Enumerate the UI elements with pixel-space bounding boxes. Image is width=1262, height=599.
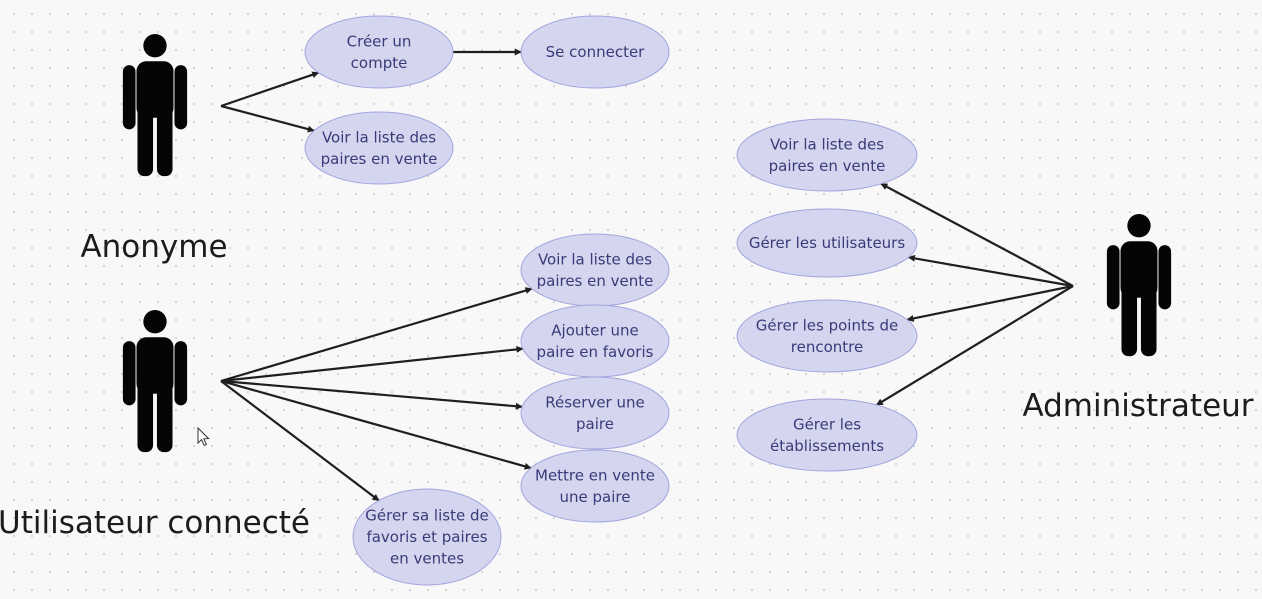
use-case-label: Se connecter [546,43,646,61]
use-case-label: Gérer les [793,415,861,433]
use-case-label: une paire [560,488,631,506]
associations-layer [220,48,1074,502]
use-case-ellipse[interactable] [520,15,670,89]
use-case-admin-points[interactable]: Gérer les points de rencontre [736,299,918,373]
use-case-user-sell[interactable]: Mettre en vente une paire [520,449,670,523]
use-case-label: rencontre [791,338,863,356]
use-case-user-list[interactable]: Voir la liste des paires en vente [520,233,670,307]
use-case-admin-users[interactable]: Gérer les utilisateurs [736,208,918,278]
association-arrow [220,104,315,133]
use-case-user-reserve[interactable]: Réserver une paire [520,376,670,450]
actor-stick-figure-icon [1106,214,1172,357]
use-case-label: Gérer les utilisateurs [749,234,906,252]
use-case-label: paires en vente [537,272,654,290]
use-case-label: Mettre en vente [535,466,655,484]
use-case-anon-list[interactable]: Voir la liste des paires en vente [304,111,454,185]
use-case-admin-list[interactable]: Voir la liste des paires en vente [736,118,918,192]
actor-label: Utilisateur connecté [0,505,310,541]
association-arrow [906,284,1074,322]
actor-user: Utilisateur connecté [0,310,310,541]
use-case-admin-estab[interactable]: Gérer les établissements [736,398,918,472]
use-case-label: paire en favoris [537,343,654,361]
use-case-ellipse[interactable] [520,376,670,450]
use-case-ellipse[interactable] [736,208,918,278]
actor-label: Anonyme [80,229,227,265]
use-case-ellipse[interactable] [736,118,918,192]
use-case-ellipse[interactable] [304,111,454,185]
mouse-pointer-icon [197,426,210,447]
use-case-label: en ventes [390,550,464,568]
use-case-ellipse[interactable] [520,233,670,307]
association-arrow [220,71,320,108]
use-case-user-manage[interactable]: Gérer sa liste de favoris et paires en ven… [352,488,502,586]
association-arrow [907,254,1074,288]
use-case-label: établissements [770,437,884,455]
actor-admin: Administrateur [1022,214,1254,424]
use-case-label: Réserver une [545,393,644,411]
association-arrow [875,285,1074,406]
use-case-label: Gérer les points de [756,316,898,334]
use-case-label: Créer un [347,32,412,50]
use-case-label: Voir la liste des [770,135,884,153]
use-case-ellipse[interactable] [736,299,918,373]
use-case-ellipse[interactable] [304,15,454,89]
use-case-label: compte [351,54,408,72]
use-case-ellipse[interactable] [352,488,502,586]
actor-stick-figure-icon [122,34,188,177]
association-arrow [220,287,533,383]
association-arrow [220,380,380,502]
use-case-user-fav[interactable]: Ajouter une paire en favoris [520,304,670,378]
use-case-ellipse[interactable] [736,398,918,472]
association-arrow [880,182,1074,287]
use-case-label: Gérer sa liste de [365,507,488,525]
use-case-ellipse[interactable] [520,449,670,523]
actor-stick-figure-icon [122,310,188,453]
association-arrow [220,345,524,383]
use-case-label: Voir la liste des [322,128,436,146]
actor-anon: Anonyme [80,34,228,265]
use-case-label: paires en vente [769,157,886,175]
association-arrow [220,379,532,470]
use-case-label: paires en vente [321,150,438,168]
association-arrow [220,379,523,410]
use-case-label: favoris et paires [366,528,487,546]
use-case-anon-create[interactable]: Créer un compte [304,15,454,89]
use-case-ellipse[interactable] [520,304,670,378]
use-case-label: Voir la liste des [538,250,652,268]
use-case-anon-login[interactable]: Se connecter [520,15,670,89]
actor-label: Administrateur [1022,388,1253,424]
use-case-label: Ajouter une [551,321,638,339]
use-case-label: paire [576,415,614,433]
